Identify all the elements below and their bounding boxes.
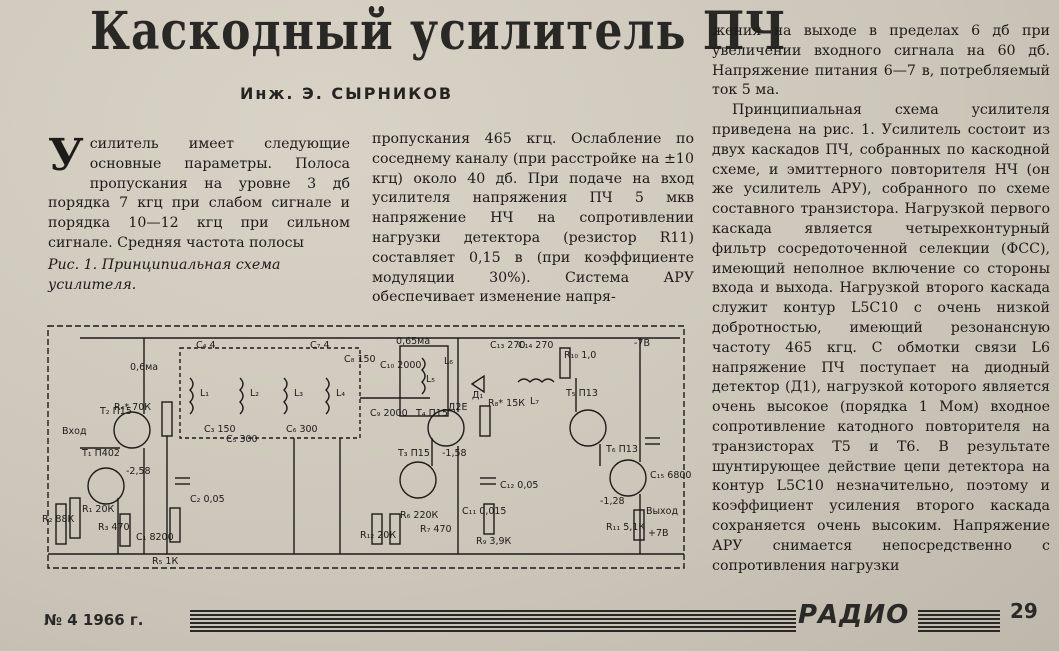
label-c9: C₉ 2000 (370, 408, 408, 419)
article-title: Каскодный усилитель ПЧ (90, 2, 787, 63)
label-c13: C₁₃ 270 (490, 340, 525, 351)
label-r2: R₂ 88К (42, 514, 75, 525)
label-output: Выход (646, 506, 678, 517)
column-2: пропускания 465 кгц. Ослабление по сосед… (372, 130, 694, 308)
label-c8: C₈ 150 (344, 354, 376, 365)
article-author: Инж. Э. СЫРНИКОВ (240, 84, 454, 103)
label-r4: R₄* 70К (114, 402, 151, 413)
label-r3: R₃ 470 (98, 522, 130, 533)
label-r9: R₉ 3,9К (476, 536, 512, 547)
label-l5: L₅ (426, 374, 435, 385)
label-l3: L₃ (294, 388, 303, 399)
label-v3: -1,28 (600, 496, 625, 507)
drop-cap: У (48, 130, 84, 181)
footer-rule-left (190, 610, 796, 632)
figure-caption: Рис. 1. Принципиальная схема усилителя. (48, 257, 281, 293)
label-i1: 0,6ма (130, 362, 158, 373)
label-c7: C₇ 4 (310, 340, 330, 351)
label-l2: L₂ (250, 388, 259, 399)
label-i2: 0,65ма (396, 336, 430, 347)
label-c5: C₅ 300 (226, 434, 258, 445)
label-c2: C₂ 0,05 (190, 494, 225, 505)
label-t6: T₆ П13 (605, 444, 638, 455)
label-l7: L₇ (530, 396, 539, 407)
label-r12: R₁₂ 20К (360, 530, 396, 541)
label-l6: L₆ (444, 356, 453, 367)
footer-rule-right (918, 610, 1000, 632)
column-2-text: пропускания 465 кгц. Ослабление по сосед… (372, 131, 694, 306)
label-c4: C₄ 4 (196, 340, 216, 351)
label-d2e: Д2Е (448, 402, 467, 413)
label-r8: R₈* 15К (488, 398, 525, 409)
label-t2: T₂ П15 (99, 406, 132, 417)
column-3-paragraph-1: жения на выходе в пределах 6 дб при увел… (712, 23, 1050, 99)
circuit-schematic: T₂ П15 T₁ П402 Вход -2,58 0,6ма R₄* 70К … (42, 325, 691, 569)
label-v2: -1,58 (442, 448, 467, 459)
label-c10: C₁₀ 2000 (380, 360, 421, 371)
label-l1: L₁ (200, 388, 209, 399)
label-d1: Д₁ (472, 390, 483, 401)
column-3-paragraph-2: Принципиальная схема усилителя приведена… (712, 102, 1050, 574)
page-number: 29 (1010, 599, 1038, 623)
magazine-logo: РАДИО (798, 600, 910, 630)
label-input: Вход (62, 426, 87, 437)
column-1: У силитель имеет следующие основные пара… (48, 130, 350, 254)
label-r6: R₆ 220К (400, 510, 439, 521)
label-c3: C₃ 150 (204, 424, 236, 435)
label-l4: L₄ (336, 388, 345, 399)
label-r1: R₁ 20К (82, 504, 115, 515)
label-r7: R₇ 470 (420, 524, 452, 535)
label-v1: -2,58 (126, 466, 151, 477)
label-r10: R₁₀ 1,0 (564, 350, 596, 361)
label-t1: T₁ П402 (81, 448, 120, 459)
label-c11: C₁₁ 0,015 (462, 506, 506, 517)
label-plus: +7В (648, 528, 669, 539)
column-1-text: силитель имеет следующие основные параме… (48, 136, 350, 251)
label-c6: C₆ 300 (286, 424, 318, 435)
label-r5: R₅ 1К (152, 556, 178, 567)
label-t5: T₅ П13 (565, 388, 598, 399)
label-c12: C₁₂ 0,05 (500, 480, 538, 491)
label-t3: T₃ П15 (397, 448, 430, 459)
label-c1: C₁ 8200 (136, 532, 174, 543)
issue-number: № 4 1966 г. (44, 611, 144, 629)
label-v4: -7В (634, 338, 650, 349)
label-c15: C₁₅ 6800 (650, 470, 691, 481)
label-t4: T₄ П15 (415, 408, 448, 419)
column-3: жения на выходе в пределах 6 дб при увел… (712, 22, 1050, 576)
label-r11: R₁₁ 5,1К (606, 522, 645, 533)
label-c14: C₁₄ 270 (518, 340, 553, 351)
